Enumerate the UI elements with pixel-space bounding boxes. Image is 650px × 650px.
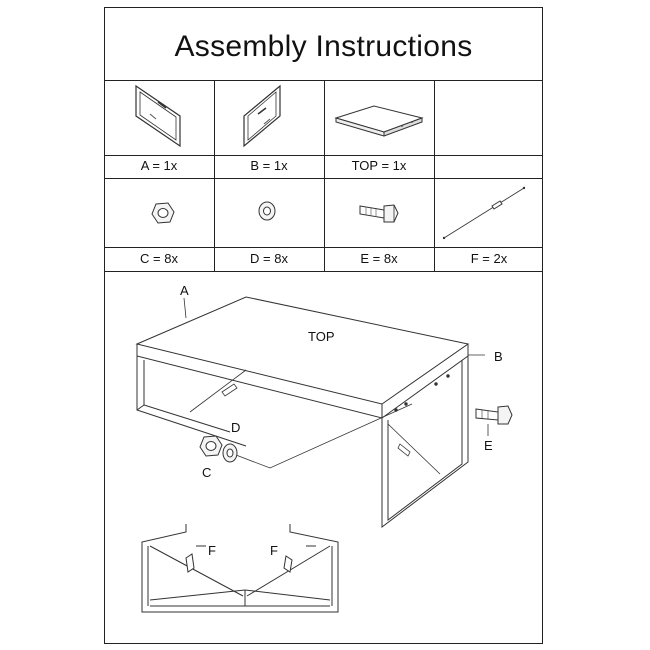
diagram-label-f-left: F — [208, 543, 216, 558]
instruction-sheet: Assembly Instructions — [104, 7, 543, 644]
diagram-label-a: A — [180, 283, 189, 298]
bolt-drawing — [475, 405, 513, 425]
side-frame-a-drawing — [136, 356, 247, 447]
part-label-a: A = 1x — [140, 158, 178, 173]
part-label-e: E = 8x — [360, 251, 398, 266]
bottom-detail-drawing — [141, 524, 339, 613]
table-top-border — [104, 80, 543, 81]
part-label-b: B = 1x — [250, 158, 288, 173]
diagram-label-f-right: F — [270, 543, 278, 558]
table-label-divider — [104, 247, 543, 248]
table-top-drawing — [135, 296, 470, 419]
side-frame-b-drawing — [381, 356, 469, 529]
diagram-label-c: C — [202, 465, 212, 480]
table-col-divider — [324, 80, 325, 271]
part-label-f: F = 2x — [470, 251, 508, 266]
table-bottom-border — [104, 271, 543, 272]
bolt-icon — [359, 204, 399, 223]
nut-icon — [151, 202, 175, 224]
table-col-divider — [434, 80, 435, 271]
page-title: Assembly Instructions — [174, 30, 473, 63]
diagram-label-d: D — [231, 420, 241, 435]
table-col-divider — [214, 80, 215, 271]
washer-icon — [258, 201, 276, 221]
part-label-top: TOP = 1x — [351, 158, 407, 173]
part-label-c: C = 8x — [140, 251, 178, 266]
table-label-divider — [104, 155, 543, 156]
diagram-label-e: E — [484, 438, 493, 453]
label-a-leader — [183, 297, 187, 319]
part-label-d: D = 8x — [250, 251, 288, 266]
nut-drawing — [199, 435, 223, 457]
side-frame-a-icon — [135, 84, 181, 148]
table-row-divider — [104, 178, 543, 179]
hardware-leader-line — [235, 403, 413, 469]
washer-drawing — [222, 443, 238, 463]
diagram-label-top: TOP — [308, 329, 335, 344]
tension-rod-drawing — [189, 369, 441, 475]
side-frame-b-icon — [243, 84, 281, 148]
tension-rod-icon — [442, 186, 526, 240]
table-top-icon — [334, 105, 424, 137]
diagram-label-b: B — [494, 349, 503, 364]
